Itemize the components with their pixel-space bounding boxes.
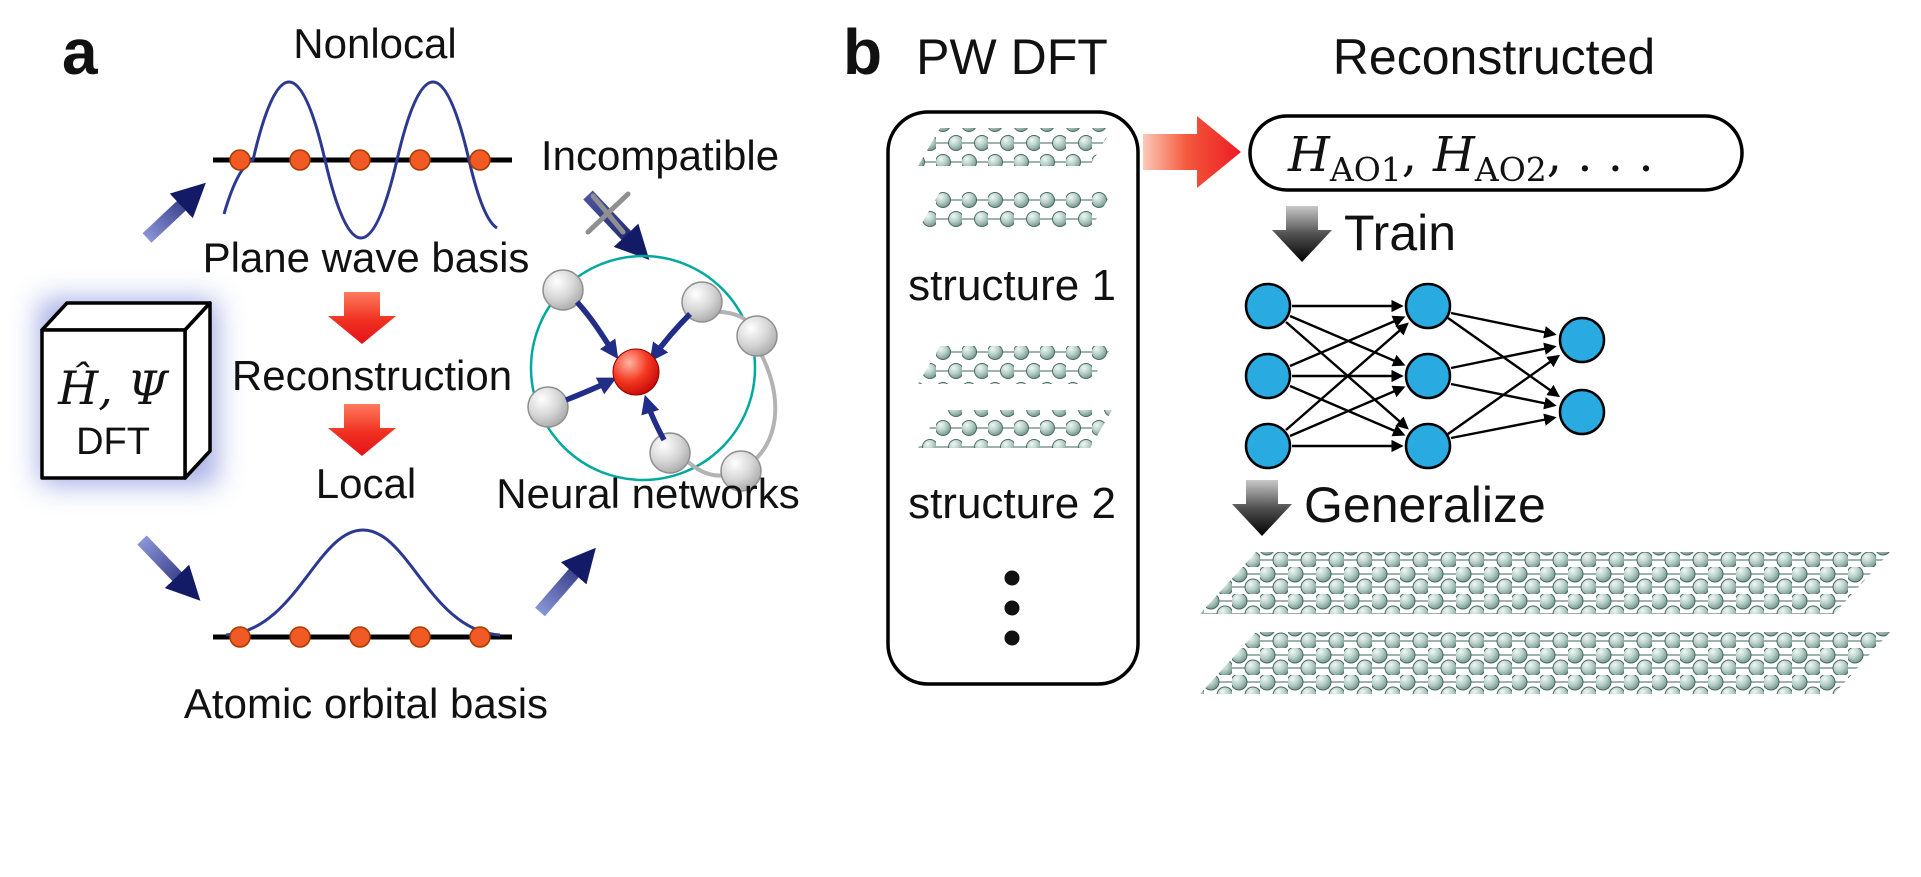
reconstructed-label: Reconstructed xyxy=(1333,29,1655,85)
gray-sphere xyxy=(527,386,569,428)
nn-node xyxy=(1558,316,1606,364)
structure2-layer2 xyxy=(918,410,1112,448)
structure2-layer1 xyxy=(918,346,1112,384)
nn-blob-arrows xyxy=(564,300,692,442)
nn-node xyxy=(1404,422,1452,470)
nn-diagram-nodes xyxy=(1244,282,1606,470)
crystal-slab-1 xyxy=(1200,552,1890,614)
nn-node xyxy=(1244,352,1292,400)
generalize-label: Generalize xyxy=(1304,477,1546,533)
generalize-arrow xyxy=(1232,480,1292,536)
hamiltonian-tail: , . . . xyxy=(1547,127,1654,183)
nonlocal-label: Nonlocal xyxy=(293,20,456,67)
hamiltonian-pill: HAO1,HAO2, . . . xyxy=(1248,114,1744,192)
nn-blob xyxy=(527,254,778,492)
gray-sphere xyxy=(542,269,584,311)
nn-diagram xyxy=(1244,282,1606,470)
atomic-orbital-plot xyxy=(213,528,512,648)
plane-wave-label: Plane wave basis xyxy=(203,234,530,281)
panel-a-label: a xyxy=(62,16,98,88)
nn-node xyxy=(1558,388,1606,436)
hamiltonian-text: HAO1,HAO2, . . . xyxy=(1287,127,1654,189)
reconstruction-label: Reconstruction xyxy=(232,352,512,399)
gray-sphere xyxy=(649,432,691,474)
hamiltonian-sub2: AO2 xyxy=(1474,150,1547,189)
hamiltonian-sub1: AO1 xyxy=(1329,150,1402,189)
dft-cube-front-face xyxy=(40,328,187,480)
incompatible-label: Incompatible xyxy=(541,132,779,179)
dft-cube: Ĥ, Ψ DFT xyxy=(40,300,216,484)
train-label: Train xyxy=(1344,205,1456,261)
gray-sphere xyxy=(720,450,762,492)
dft-cube-math: Ĥ, Ψ xyxy=(57,360,169,415)
reconstruction-arrow-top xyxy=(328,292,396,344)
atomic-orbital-atoms xyxy=(229,626,491,648)
structure-box: structure 1 structure 2 xyxy=(886,110,1140,686)
nn-node xyxy=(1404,352,1452,400)
panel-b: b PW DFT structure 1 structure 2 Reconst… xyxy=(843,16,1890,694)
nn-node xyxy=(1244,422,1292,470)
atomic-orbital-label: Atomic orbital basis xyxy=(184,680,548,727)
hamiltonian-h1: H xyxy=(1287,127,1331,183)
hamiltonian-pill-frame xyxy=(1248,114,1744,192)
nn-blob-ring xyxy=(529,254,757,482)
nn-node xyxy=(1244,282,1292,330)
train-arrow xyxy=(1272,206,1332,262)
pw-dft-label: PW DFT xyxy=(916,29,1108,85)
structure1-layer1 xyxy=(918,128,1112,166)
panel-a: a Nonlocal Plane wave basis Incompatible… xyxy=(40,16,800,727)
hamiltonian-sep: , xyxy=(1402,127,1417,183)
dft-cube-name: DFT xyxy=(76,421,150,463)
gray-sphere xyxy=(736,315,778,357)
reconstruction-arrow-bottom xyxy=(328,404,396,456)
nn-diagram-edges xyxy=(1285,299,1561,453)
gray-sphere xyxy=(681,281,723,323)
nn-blob-gray-spheres xyxy=(527,269,778,492)
panel-b-label: b xyxy=(843,16,882,88)
neural-networks-label: Neural networks xyxy=(496,470,799,517)
structure1-label: structure 1 xyxy=(908,261,1116,310)
arrow-cube-to-atomic xyxy=(137,535,201,601)
arrow-pwdft-to-hamiltonian xyxy=(1143,116,1241,188)
hamiltonian-h2: H xyxy=(1432,127,1476,183)
dft-cube-right-face xyxy=(183,301,212,480)
plane-wave-curve xyxy=(222,80,498,240)
gaussian-curve xyxy=(225,528,501,637)
arrow-cube-to-planewave xyxy=(142,182,206,243)
arrow-atomic-to-nn xyxy=(535,547,596,617)
incompatible-cross-icon xyxy=(585,191,631,235)
structure2-label: structure 2 xyxy=(908,479,1116,528)
nn-center-sphere xyxy=(612,348,660,396)
structure-box-frame xyxy=(886,110,1140,686)
structure1-layer2 xyxy=(918,192,1112,230)
plane-wave-atoms xyxy=(229,149,491,171)
dft-cube-top-face xyxy=(40,301,212,332)
plane-wave-plot xyxy=(213,80,512,240)
nn-node xyxy=(1404,282,1452,330)
local-label: Local xyxy=(316,460,416,507)
ellipsis-dots xyxy=(1004,570,1020,646)
crystal-slab-2 xyxy=(1200,632,1890,694)
